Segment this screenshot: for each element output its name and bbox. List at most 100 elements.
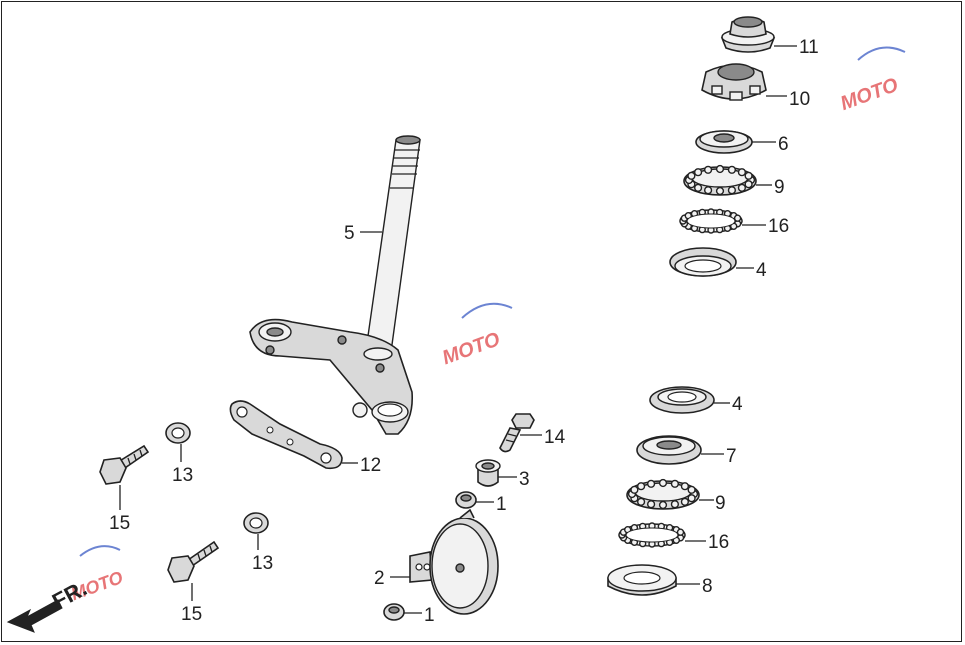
bearing-ball [727, 165, 737, 174]
part-2-horn [409, 508, 499, 615]
callout-11: 11 [774, 37, 819, 58]
part-11-dust-cap [720, 16, 776, 53]
watermark-logo-top-right: MOTO [838, 46, 906, 115]
part-7-lower-cone-race [636, 435, 702, 465]
callout-number: 9 [715, 493, 726, 514]
part-13-washer-lower [243, 512, 269, 534]
callout-13-lower: 13 [252, 534, 273, 574]
callout-number: 6 [778, 134, 789, 155]
bearing-ball [630, 485, 639, 494]
callout-9-upper: 9 [756, 177, 785, 198]
callout-8: 8 [676, 576, 713, 597]
bearing-ball [744, 180, 753, 189]
part-1-grommet-lower [383, 603, 405, 621]
callout-number: 9 [774, 177, 785, 198]
bearing-ball [658, 478, 668, 488]
callout-15-lower: 15 [181, 583, 202, 625]
part-1-grommet-upper [455, 491, 477, 509]
front-direction-indicator: FR. [6, 575, 91, 633]
callout-2: 2 [374, 568, 410, 589]
callout-1-lower: 1 [404, 605, 435, 626]
callout-7: 7 [701, 446, 737, 467]
callout-16-lower: 16 [685, 532, 729, 553]
callout-9-lower: 9 [699, 493, 726, 514]
part-10-castle-nut [701, 63, 767, 101]
callout-16-upper: 16 [742, 216, 789, 237]
bearing-ball [680, 497, 690, 506]
bearing-ball [636, 497, 646, 506]
part-12-brake-hose-bracket [229, 400, 343, 470]
callout-1-upper: 1 [476, 494, 507, 515]
callout-number: 1 [424, 605, 435, 626]
callout-14: 14 [520, 427, 566, 448]
callout-4-upper: 4 [736, 260, 767, 281]
bearing-ball [703, 165, 713, 174]
part-15-flange-bolt-upper [99, 444, 150, 485]
bearing-ball [727, 186, 737, 195]
callout-number: 14 [544, 427, 566, 448]
part-4-ball-race-lower [649, 386, 715, 414]
bearing-ball [646, 500, 656, 509]
callout-number: 1 [496, 494, 507, 515]
callout-number: 10 [789, 89, 810, 110]
part-6-upper-cone-race [695, 130, 753, 154]
bearing-ball [687, 494, 696, 503]
bearing-ball [658, 500, 668, 510]
callout-13-upper: 13 [172, 444, 193, 486]
bearing-ball [687, 485, 696, 494]
bearing-balls [627, 478, 699, 510]
part-3-collar [475, 459, 501, 487]
bearing-ball [680, 482, 690, 491]
bearing-ball [733, 214, 742, 222]
callout-4-lower: 4 [714, 394, 743, 415]
watermark-logo-center: MOTO [439, 302, 513, 369]
callout-number: 3 [519, 469, 530, 490]
bearing-ball [737, 168, 747, 177]
part-4-ball-race-upper [669, 247, 737, 277]
callout-number: 13 [172, 465, 193, 486]
part-15-flange-bolt-lower [167, 540, 220, 583]
part-5-steering-stem [249, 135, 421, 435]
callout-15-upper: 15 [109, 485, 130, 534]
bearing-ball [676, 528, 685, 536]
bearing-ball [737, 183, 747, 192]
callout-number: 7 [726, 446, 737, 467]
callout-number: 11 [799, 37, 819, 58]
callout-number: 2 [374, 568, 385, 589]
bearing-ball [646, 479, 656, 488]
part-16-steel-ball-ring-lower [618, 522, 686, 548]
part-8-dust-seal [607, 564, 677, 596]
bearing-ball [670, 479, 680, 488]
bearing-ball [636, 482, 646, 491]
part-9-ball-bearing-upper [683, 164, 757, 196]
part-13-washer-upper [165, 422, 191, 444]
callout-10: 10 [766, 89, 810, 110]
bearing-ball [715, 164, 725, 174]
callout-number: 12 [360, 455, 381, 476]
callout-3: 3 [498, 469, 530, 490]
part-14-bolt [499, 413, 535, 453]
callout-number: 8 [702, 576, 713, 597]
callout-number: 4 [732, 394, 743, 415]
callout-number: 4 [756, 260, 767, 281]
bearing-ball [715, 186, 725, 196]
callout-5: 5 [344, 223, 382, 244]
bearing-ball [670, 500, 680, 509]
callout-number: 5 [344, 223, 355, 244]
bearing-ball [693, 183, 703, 192]
callout-number: 13 [252, 553, 273, 574]
callout-number: 15 [181, 604, 202, 625]
bearing-ball [687, 171, 696, 180]
watermark-text: MOTO [439, 328, 503, 369]
bearing-ball [693, 168, 703, 177]
bearing-ball [744, 171, 753, 180]
callout-number: 16 [768, 216, 789, 237]
part-9-ball-bearing-lower [626, 478, 700, 510]
part-16-steel-ball-ring-upper [679, 208, 743, 234]
bearing-ball [703, 186, 713, 195]
watermark-text: MOTO [838, 74, 902, 115]
callout-6: 6 [752, 134, 789, 155]
